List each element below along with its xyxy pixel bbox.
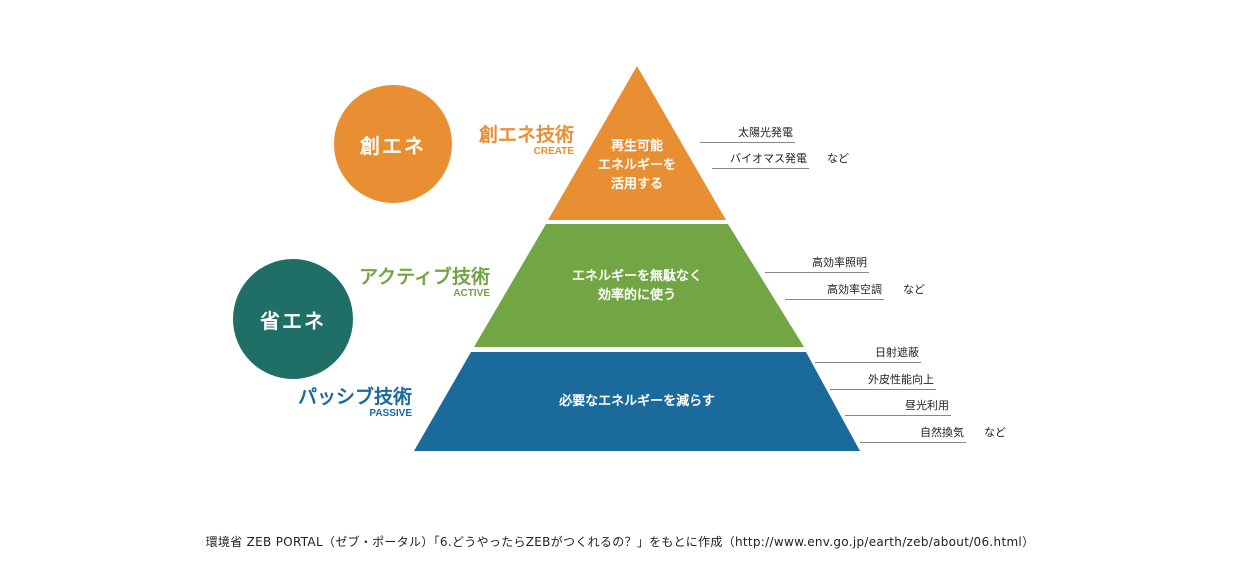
tier-create-line2: エネルギーを (597, 158, 676, 173)
passive-technique-jp: パッシブ技術 (297, 386, 412, 408)
tier-active-line2: 効率的に使う (597, 288, 676, 303)
pyramid-tier-active (474, 224, 804, 347)
passive-technique-en: PASSIVE (369, 408, 412, 419)
save-energy-circle-label: 省エネ (260, 308, 326, 333)
item-active-etc: など (903, 283, 925, 296)
create-technique-en: CREATE (533, 146, 574, 157)
pyramid-tier-create (548, 66, 726, 220)
active-technique-jp: アクティブ技術 (359, 266, 490, 288)
item-high-efficiency-lighting: 高効率照明 (765, 256, 869, 273)
item-natural-ventilation: 自然換気 (860, 426, 966, 443)
source-caption: 環境省 ZEB PORTAL（ゼブ・ポータル）「6.どうやったらZEBがつくれる… (205, 535, 1035, 549)
item-solar-power: 太陽光発電 (700, 126, 795, 143)
tier-active-line1: エネルギーを無駄なく (571, 269, 702, 284)
save-energy-circle: 省エネ (233, 259, 353, 379)
create-technique-label: 創エネ技術 CREATE (479, 124, 574, 158)
active-technique-label: アクティブ技術 ACTIVE (359, 266, 490, 300)
item-daylighting: 昼光利用 (845, 399, 951, 416)
item-solar-shading: 日射遮蔽 (815, 346, 921, 363)
item-create-etc: など (827, 152, 849, 165)
tier-create-text: 再生可能 エネルギーを 活用する (577, 137, 697, 194)
tier-active-text: エネルギーを無駄なく 効率的に使う (537, 267, 737, 305)
tier-passive-text: 必要なエネルギーを減らす (517, 392, 757, 411)
tier-create-line3: 活用する (610, 177, 663, 192)
create-energy-circle-label: 創エネ (360, 133, 426, 158)
tier-create-line1: 再生可能 (610, 139, 663, 154)
item-biomass-power: バイオマス発電 (712, 152, 809, 169)
create-technique-jp: 創エネ技術 (478, 124, 574, 146)
tier-passive-line1: 必要なエネルギーを減らす (559, 394, 715, 409)
passive-technique-label: パッシブ技術 PASSIVE (298, 386, 412, 420)
create-energy-circle: 創エネ (334, 85, 452, 203)
item-high-efficiency-hvac: 高効率空調 (785, 283, 884, 300)
active-technique-en: ACTIVE (453, 288, 490, 299)
item-passive-etc: など (984, 426, 1006, 439)
item-envelope-performance: 外皮性能向上 (830, 373, 936, 390)
pyramid-tier-passive (414, 352, 860, 451)
